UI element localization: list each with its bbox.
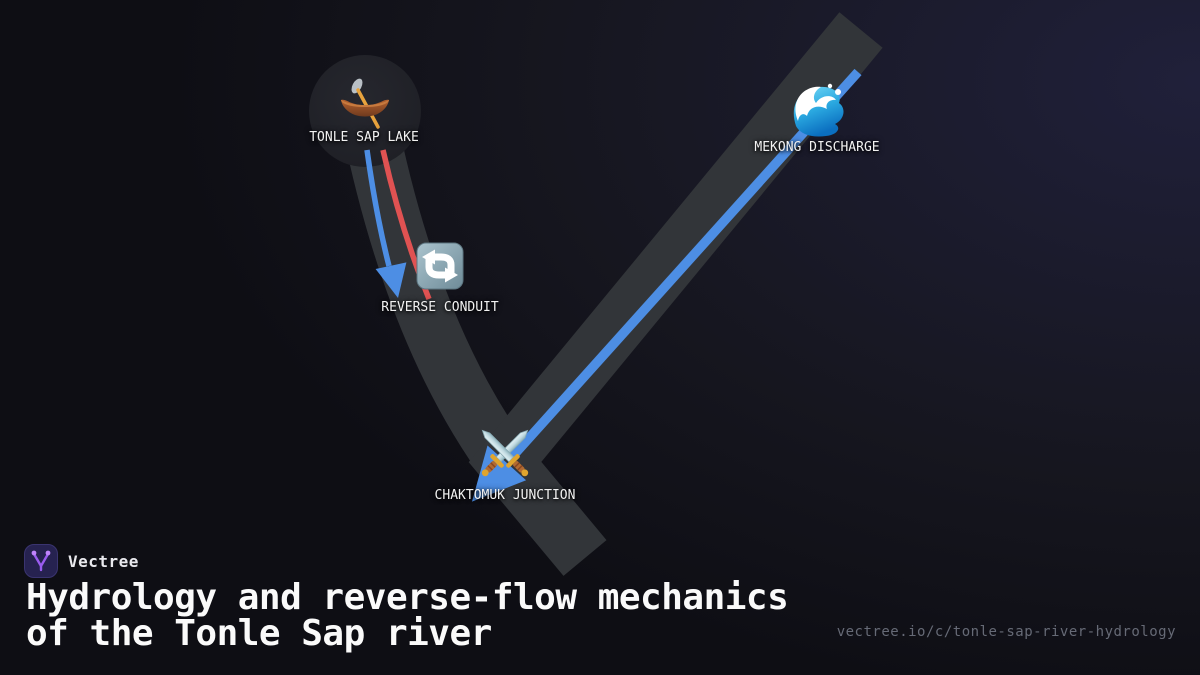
node-label-reverse-conduit: REVERSE CONDUIT xyxy=(381,300,499,315)
page-title: Hydrology and reverse-flow mechanics of … xyxy=(26,580,886,652)
edge-mekong-to-junction-arrowhead xyxy=(472,445,527,502)
edge-lake-to-conduit xyxy=(364,149,392,267)
page-title-line1: Hydrology and reverse-flow mechanics xyxy=(26,577,789,618)
page-title-line2: of the Tonle Sap river xyxy=(26,613,492,654)
vectree-logo-icon xyxy=(24,544,58,578)
edge-mekong-to-junction xyxy=(508,68,862,461)
footer-url: vectree.io/c/tonle-sap-river-hydrology xyxy=(836,624,1176,640)
canoe-icon[interactable] xyxy=(341,77,389,129)
crossed-swords-icon[interactable] xyxy=(476,424,533,481)
node-label-chaktomuk-junction: CHAKTOMUK JUNCTION xyxy=(434,488,576,503)
node-label-tonle-sap-lake: TONLE SAP LAKE xyxy=(309,130,419,145)
counterclockwise-arrows-icon[interactable] xyxy=(416,242,464,290)
brand-name: Vectree xyxy=(68,551,139,571)
wave-icon[interactable] xyxy=(793,83,844,137)
brand-row: Vectree xyxy=(24,544,139,578)
edge-lake-to-conduit-arrowhead xyxy=(375,262,407,298)
node-label-mekong-discharge: MEKONG DISCHARGE xyxy=(754,140,880,155)
